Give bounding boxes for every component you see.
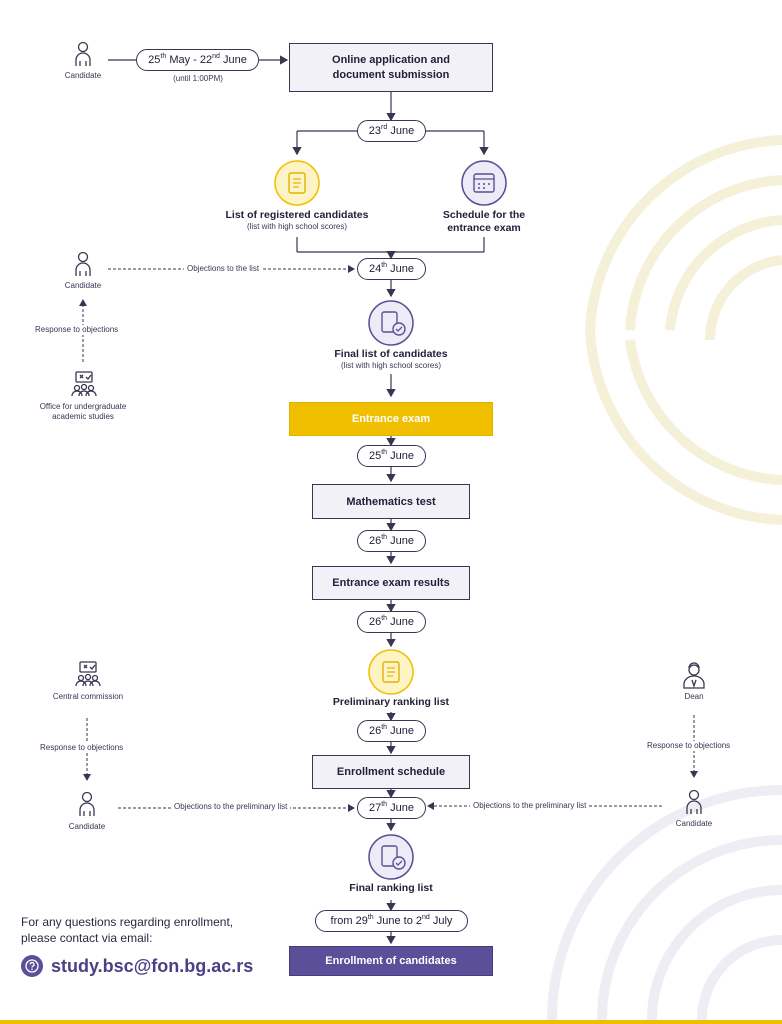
contact-text: For any questions regarding enrollment, …	[21, 915, 234, 945]
commission-label: Central commission	[52, 692, 124, 701]
candidate-label-objections: Candidate	[64, 281, 102, 290]
dean-label: Dean	[684, 692, 704, 701]
response-objections-label-top: Response to objections	[32, 325, 122, 335]
registered-list-note: (list with high school scores)	[246, 222, 348, 231]
candidate-label-right: Candidate	[675, 819, 713, 828]
application-box: Online application and document submissi…	[289, 43, 493, 92]
candidate-icon-top	[75, 41, 91, 66]
candidate-icon-objections	[75, 251, 91, 276]
question-icon	[21, 955, 43, 977]
preliminary-list-icon	[368, 649, 414, 695]
commission-icon	[75, 661, 101, 687]
exam-results-box: Entrance exam results	[312, 566, 470, 600]
preliminary-list-label: Preliminary ranking list	[332, 696, 450, 708]
final-list-note: (list with high school scores)	[340, 361, 442, 370]
entrance-exam-box: Entrance exam	[289, 402, 493, 436]
registered-list-icon	[274, 160, 320, 206]
enrollment-schedule-box: Enrollment schedule	[312, 755, 470, 789]
office-label: Office for undergraduate academic studie…	[39, 402, 127, 421]
exam-schedule-label: Schedule for the entrance exam	[442, 209, 526, 234]
final-list-icon	[368, 300, 414, 346]
candidate-icon-right	[686, 789, 702, 814]
contact-email[interactable]: study.bsc@fon.bg.ac.rs	[21, 955, 253, 977]
candidate-label-left: Candidate	[68, 822, 106, 831]
response-objections-label-right: Response to objections	[644, 741, 734, 751]
office-icon	[71, 371, 97, 397]
final-list-label: Final list of candidates	[334, 348, 448, 360]
decorative-arcs	[585, 135, 782, 525]
email-address[interactable]: study.bsc@fon.bg.ac.rs	[51, 955, 254, 976]
enrollment-box: Enrollment of candidates	[289, 946, 493, 976]
objections-list-label: Objections to the list	[184, 264, 263, 274]
math-test-box: Mathematics test	[312, 484, 470, 519]
dean-icon	[683, 662, 705, 689]
objections-prelim-right: Objections to the preliminary list	[470, 801, 590, 811]
final-ranking-label: Final ranking list	[349, 882, 433, 894]
candidate-icon-left	[79, 791, 95, 816]
final-ranking-icon	[368, 834, 414, 880]
objections-prelim-left: Objections to the preliminary list	[171, 802, 291, 812]
calendar-icon	[461, 160, 507, 206]
response-objections-label-left: Response to objections	[37, 743, 127, 753]
registered-list-label: List of registered candidates	[225, 209, 369, 221]
candidate-label-top: Candidate	[64, 71, 102, 80]
application-deadline-note: (until 1:00PM)	[173, 74, 223, 83]
